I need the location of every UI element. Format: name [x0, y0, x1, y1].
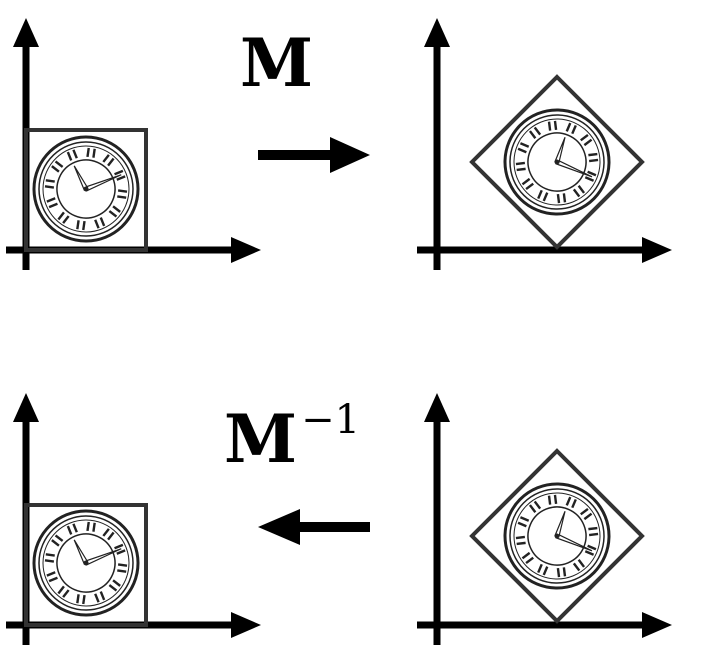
bottom-right-axes [417, 393, 672, 645]
bottom-left-square-frame [24, 503, 148, 627]
top-right-clock-icon [487, 92, 627, 232]
inverse-transform-label: M−1 [224, 400, 360, 472]
bottom-right-diamond-frame [469, 448, 645, 624]
inverse-label-exponent: −1 [301, 397, 361, 443]
bottom-left-axes [6, 393, 261, 645]
forward-transform-label: M [240, 24, 314, 102]
inverse-arrow [258, 509, 370, 545]
top-right-axes [417, 18, 672, 270]
inverse-label-base: M [224, 400, 298, 478]
bottom-right-clock-icon [487, 466, 627, 606]
bottom-left-clock-icon [16, 493, 156, 633]
top-right-diamond-frame [469, 74, 645, 250]
top-left-axes [6, 18, 261, 270]
forward-arrow [258, 137, 370, 173]
top-left-square-frame [24, 128, 148, 252]
top-left-clock-icon [16, 119, 156, 259]
